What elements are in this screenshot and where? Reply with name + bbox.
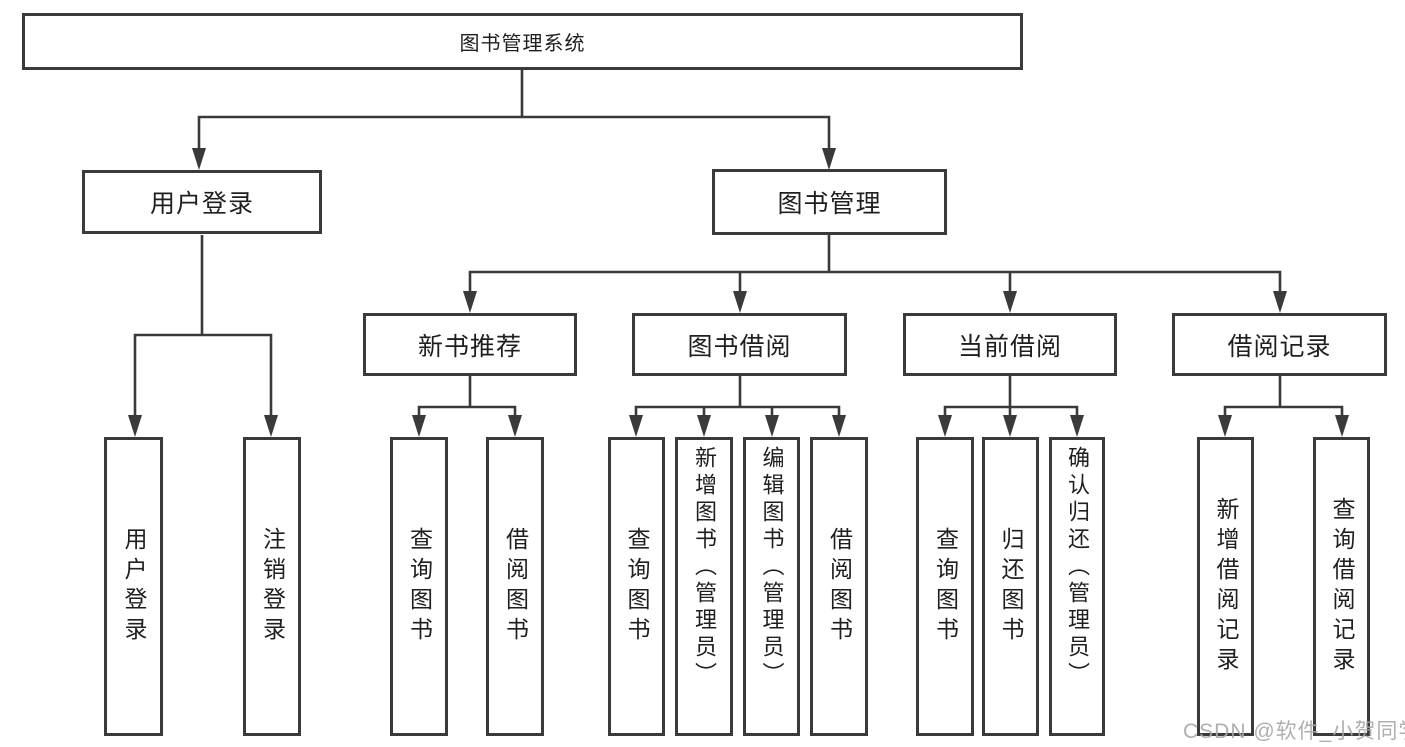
- node-new-book-recommendation: 新书推荐: [363, 313, 577, 376]
- leaf-user-login: 用户登录: [104, 437, 163, 736]
- leaf-logout: 注销登录: [243, 437, 301, 736]
- node-current-borrowing: 当前借阅: [903, 313, 1117, 376]
- node-library-system: 图书管理系统: [22, 13, 1023, 70]
- leaf-add-book-admin: 新增图书（管理员）: [675, 437, 733, 736]
- leaf-borrow-books: 借阅图书: [810, 437, 868, 736]
- leaf-confirm-return-admin: 确认归还（管理员）: [1049, 437, 1105, 736]
- watermark: CSDN @软件_小贺同学: [1183, 720, 1405, 743]
- leaf-edit-book-admin: 编辑图书（管理员）: [743, 437, 800, 736]
- leaf-query-borrow-record: 查询借阅记录: [1313, 437, 1370, 736]
- node-user-login: 用户登录: [82, 170, 322, 234]
- node-book-management: 图书管理: [712, 169, 947, 235]
- leaf-return-books: 归还图书: [982, 437, 1039, 736]
- leaf-query-books-recommend: 查询图书: [390, 437, 448, 736]
- leaf-borrow-books-recommend: 借阅图书: [486, 437, 544, 736]
- arrowheads: [128, 148, 1349, 437]
- leaf-query-books-borrowing: 查询图书: [608, 437, 665, 736]
- node-book-borrowing: 图书借阅: [632, 313, 847, 376]
- node-borrow-records: 借阅记录: [1172, 313, 1387, 376]
- leaf-query-books-current: 查询图书: [916, 437, 974, 736]
- leaf-add-borrow-record: 新增借阅记录: [1197, 437, 1254, 736]
